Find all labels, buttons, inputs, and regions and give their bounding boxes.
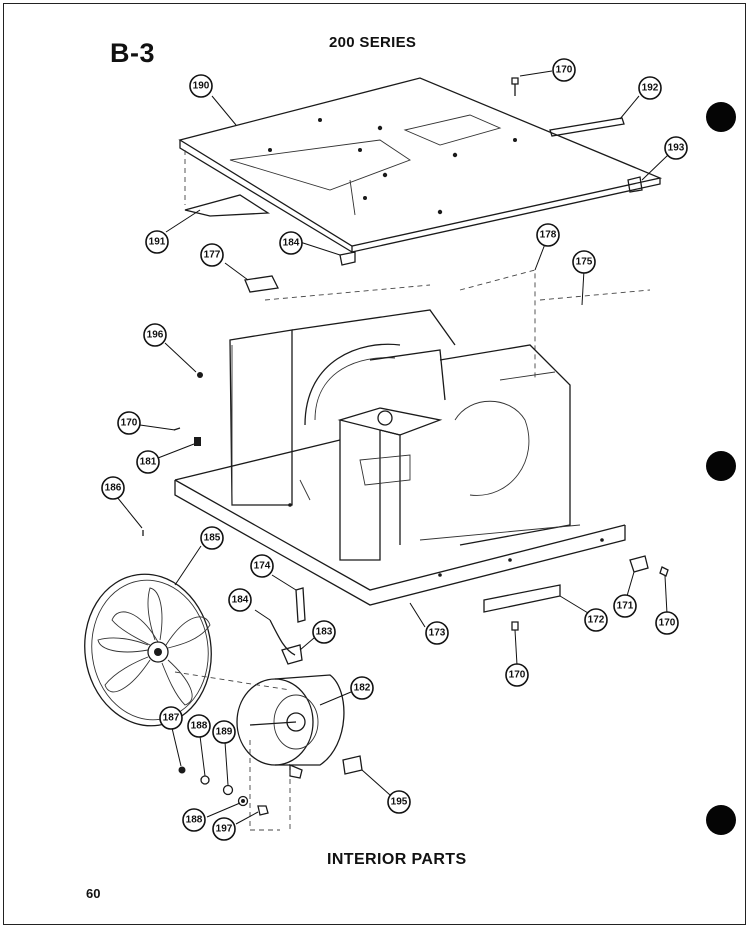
top-cover-panel bbox=[178, 77, 663, 253]
strip-172 bbox=[483, 584, 561, 613]
callout-182: 182 bbox=[350, 676, 374, 700]
svg-text:170: 170 bbox=[509, 670, 526, 681]
blower-housing bbox=[197, 269, 651, 506]
page-number: 60 bbox=[86, 886, 101, 901]
callout-187: 187 bbox=[159, 706, 183, 730]
callout-195: 195 bbox=[387, 790, 411, 814]
bar-174 bbox=[295, 587, 306, 623]
callout-178: 178 bbox=[536, 223, 560, 247]
svg-text:193: 193 bbox=[668, 143, 685, 154]
svg-text:184: 184 bbox=[232, 595, 249, 606]
svg-text:182: 182 bbox=[354, 683, 371, 694]
svg-text:183: 183 bbox=[316, 627, 333, 638]
svg-text:172: 172 bbox=[588, 615, 605, 626]
callout-196: 196 bbox=[143, 323, 167, 347]
callout-171: 171 bbox=[613, 594, 637, 618]
callout-188-a: 188 bbox=[187, 714, 211, 738]
svg-text:196: 196 bbox=[147, 330, 164, 341]
svg-text:171: 171 bbox=[617, 601, 634, 612]
plate-195 bbox=[342, 755, 363, 775]
svg-text:188: 188 bbox=[191, 721, 208, 732]
callout-197: 197 bbox=[212, 817, 236, 841]
svg-text:186: 186 bbox=[105, 483, 122, 494]
callout-192: 192 bbox=[638, 76, 662, 100]
series-title: 200 SERIES bbox=[329, 34, 417, 51]
callout-175: 175 bbox=[572, 250, 596, 274]
svg-text:195: 195 bbox=[391, 797, 408, 808]
callout-189: 189 bbox=[212, 720, 236, 744]
callout-172: 172 bbox=[584, 608, 608, 632]
svg-text:189: 189 bbox=[216, 727, 233, 738]
callout-170-c: 170 bbox=[655, 611, 679, 635]
hardware-stack bbox=[174, 671, 291, 831]
callout-184-a: 184 bbox=[279, 231, 303, 255]
callout-170-d: 170 bbox=[505, 663, 529, 687]
svg-text:192: 192 bbox=[642, 83, 659, 94]
svg-text:191: 191 bbox=[149, 237, 166, 248]
fan-motor bbox=[236, 674, 345, 779]
leader-lines bbox=[116, 70, 669, 825]
svg-text:181: 181 bbox=[140, 457, 157, 468]
svg-text:185: 185 bbox=[204, 533, 221, 544]
callout-174: 174 bbox=[250, 554, 274, 578]
condenser-section bbox=[419, 344, 581, 546]
small-screws bbox=[142, 427, 669, 631]
callout-191: 191 bbox=[145, 230, 169, 254]
callout-188-b: 188 bbox=[182, 808, 206, 832]
svg-text:170: 170 bbox=[659, 618, 676, 629]
callout-190: 190 bbox=[189, 74, 213, 98]
center-bracket bbox=[337, 407, 443, 561]
callout-181: 181 bbox=[136, 450, 160, 474]
svg-text:173: 173 bbox=[429, 628, 446, 639]
callout-170-a: 170 bbox=[552, 58, 576, 82]
callout-184-b: 184 bbox=[228, 588, 252, 612]
svg-text:184: 184 bbox=[283, 238, 300, 249]
strip-192 bbox=[549, 117, 625, 137]
section-code: B-3 bbox=[110, 38, 156, 68]
baffle-191 bbox=[184, 194, 271, 217]
svg-text:190: 190 bbox=[193, 81, 210, 92]
base-pan bbox=[174, 439, 626, 606]
binder-hole-middle bbox=[706, 451, 736, 481]
screw-top bbox=[511, 77, 519, 96]
binder-hole-bottom bbox=[706, 805, 736, 835]
bracket-171 bbox=[629, 555, 649, 573]
callout-186: 186 bbox=[101, 476, 125, 500]
page-frame bbox=[3, 3, 746, 925]
svg-text:188: 188 bbox=[186, 815, 203, 826]
svg-text:187: 187 bbox=[163, 713, 180, 724]
callout-177: 177 bbox=[200, 243, 224, 267]
pad-177 bbox=[244, 275, 279, 293]
callout-183: 183 bbox=[312, 620, 336, 644]
svg-text:175: 175 bbox=[576, 257, 593, 268]
figure-caption: INTERIOR PARTS bbox=[327, 851, 467, 868]
clip-193 bbox=[627, 176, 643, 193]
callout-185: 185 bbox=[200, 526, 224, 550]
callout-173: 173 bbox=[425, 621, 449, 645]
fan-blade bbox=[84, 573, 212, 727]
svg-text:174: 174 bbox=[254, 561, 271, 572]
svg-text:197: 197 bbox=[216, 824, 233, 835]
svg-text:170: 170 bbox=[121, 418, 138, 429]
callout-193: 193 bbox=[664, 136, 688, 160]
bracket-184-upper bbox=[339, 251, 356, 266]
callout-170-b: 170 bbox=[117, 411, 141, 435]
binder-hole-top bbox=[706, 102, 736, 132]
svg-text:178: 178 bbox=[540, 230, 557, 241]
bracket-183 bbox=[269, 619, 303, 665]
svg-text:177: 177 bbox=[204, 250, 221, 261]
svg-text:170: 170 bbox=[556, 65, 573, 76]
